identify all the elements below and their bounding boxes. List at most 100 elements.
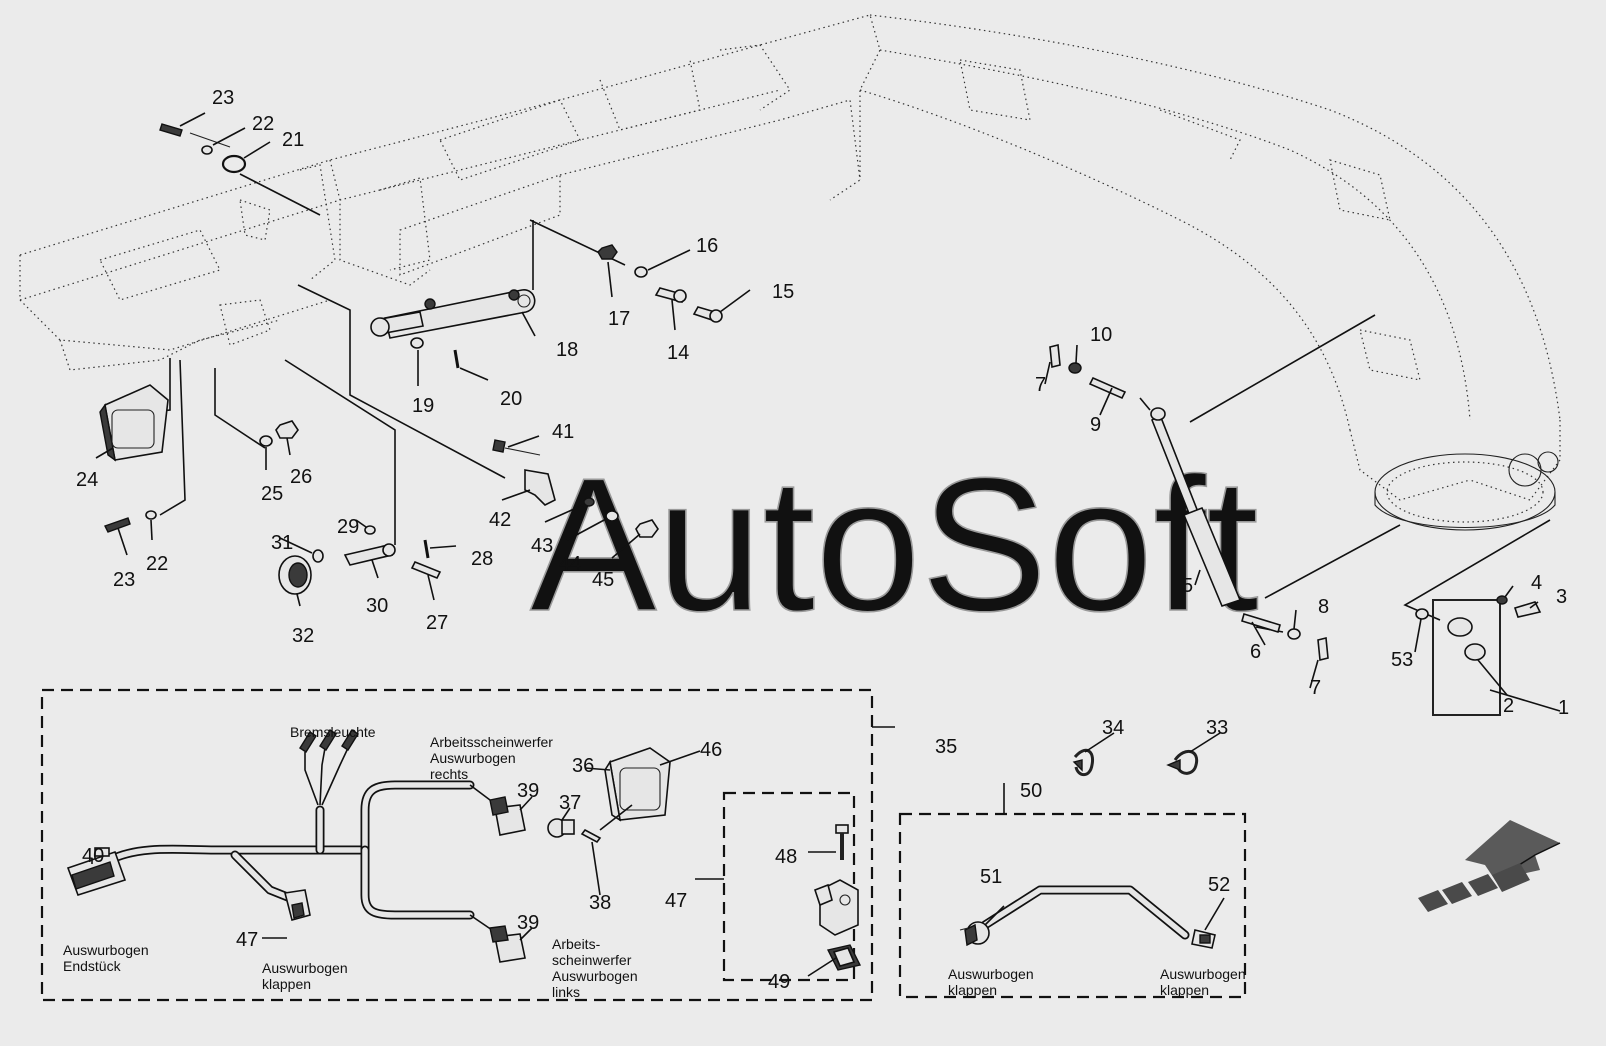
bolt-41: [492, 439, 541, 456]
callout-label: 27: [426, 612, 448, 634]
connector-39-top: [489, 796, 526, 836]
callout-label: 17: [608, 308, 630, 330]
callout-label: 46: [700, 739, 722, 761]
callout-label: 10: [1090, 324, 1112, 346]
mount-plate-1: [1432, 599, 1501, 716]
nut-45: [635, 519, 659, 538]
brake-light-46: [604, 747, 671, 822]
pin-6: [1241, 612, 1281, 634]
plug-51: [959, 921, 990, 947]
callout-label: 28: [471, 548, 493, 570]
washer-8: [1287, 628, 1301, 640]
wiring-harness: [105, 729, 493, 931]
cable-kit-box-50: [898, 812, 1247, 999]
washer-44: [605, 510, 619, 522]
direction-arrow-icon: [1418, 820, 1561, 912]
callout-label: 39: [517, 912, 539, 934]
callout-label: 16: [696, 235, 718, 257]
callout-label: 51: [980, 866, 1002, 888]
callout-label: 41: [552, 421, 574, 443]
callout-label: 42: [489, 509, 511, 531]
work-lamp-24: [99, 384, 169, 462]
callout-label: 37: [559, 792, 581, 814]
callout-label: 9: [1090, 414, 1101, 436]
callout-label: 25: [261, 483, 283, 505]
callout-label: 26: [290, 466, 312, 488]
callout-label: 4: [1531, 572, 1542, 594]
nut-17: [597, 244, 618, 260]
caption-arbeits-rechts: Arbeitsscheinwerfer Auswurbogen rechts: [430, 734, 557, 782]
connector-47-harness: [284, 889, 311, 921]
machine-frame-outline: [19, 14, 1561, 531]
callout-label: 21: [282, 129, 304, 151]
callout-label: 5: [1182, 575, 1193, 597]
washer-22-bottom: [145, 510, 157, 520]
callout-label: 45: [592, 569, 614, 591]
callout-label: 50: [1020, 780, 1042, 802]
caption-klappen-52: Auswurbogen klappen: [1160, 966, 1250, 998]
pin-7-bottom: [1317, 636, 1329, 662]
callout-label: 15: [772, 281, 794, 303]
callout-label: 35: [935, 736, 957, 758]
caption-klappen-47: Auswurbogen klappen: [262, 960, 352, 992]
callout-label: 18: [556, 339, 578, 361]
cable-50: [980, 885, 1190, 940]
callout-label: 3: [1556, 586, 1567, 608]
solenoid-coil-47: [813, 879, 859, 936]
callout-label: 39: [517, 780, 539, 802]
callout-label: 32: [292, 625, 314, 647]
callout-label: 6: [1250, 641, 1261, 663]
bolt-23-top: [159, 123, 231, 148]
washer-29: [364, 525, 376, 535]
gas-strut-5: [1150, 407, 1242, 607]
washer-22-top: [201, 145, 213, 155]
callout-label: 22: [146, 553, 168, 575]
callout-label: 38: [589, 892, 611, 914]
pin-7-top: [1049, 343, 1061, 369]
solenoid-kit-box-47: [722, 791, 856, 982]
connector-39-bottom: [489, 925, 526, 963]
knob-32: [278, 555, 312, 595]
washer-53: [1415, 608, 1429, 620]
washer-43: [583, 497, 595, 507]
callout-label: 43: [531, 535, 553, 557]
callout-label: 31: [271, 532, 293, 554]
callout-label: 23: [212, 87, 234, 109]
caption-bremsleuchte: Bremsleuchte: [290, 724, 376, 740]
callout-label: 8: [1318, 596, 1329, 618]
washer-19: [410, 337, 424, 349]
pin-20: [453, 349, 460, 369]
callout-label: 2: [1503, 695, 1514, 717]
callout-label: 47: [665, 890, 687, 912]
washer-10: [1068, 362, 1082, 374]
connector-40: [66, 847, 127, 896]
clamp-34: [1072, 748, 1095, 777]
callout-label: 40: [82, 845, 104, 867]
callout-label: 44: [559, 553, 581, 575]
caption-endstueck: Auswurbogen Endstück: [63, 942, 153, 974]
pin-9: [1088, 376, 1127, 400]
bolt-15: [692, 306, 723, 323]
callout-label: 52: [1208, 874, 1230, 896]
callout-label: 7: [1310, 677, 1321, 699]
clamp-33: [1166, 749, 1199, 775]
callout-label: 1: [1558, 697, 1569, 719]
callout-leaders: [91, 112, 1561, 977]
bracket-42: [524, 469, 556, 506]
callout-label: 47: [236, 929, 258, 951]
seal-ring-21: [221, 154, 247, 174]
callout-label: 7: [1035, 374, 1046, 396]
callout-label: 49: [768, 971, 790, 993]
nut-26: [275, 420, 299, 439]
bolt-14: [654, 287, 687, 303]
callout-label: 29: [337, 516, 359, 538]
callout-label: 53: [1391, 649, 1413, 671]
callout-label: 34: [1102, 717, 1124, 739]
washer-4: [1496, 595, 1508, 605]
callout-label: 23: [113, 569, 135, 591]
callout-numbers: 1 2 3 4 5 6 7 7 8 9 10 14 15 16 17 18 19…: [76, 87, 1569, 993]
callout-label: 20: [500, 388, 522, 410]
ring-31: [312, 549, 324, 563]
bulb-37: [547, 818, 575, 838]
